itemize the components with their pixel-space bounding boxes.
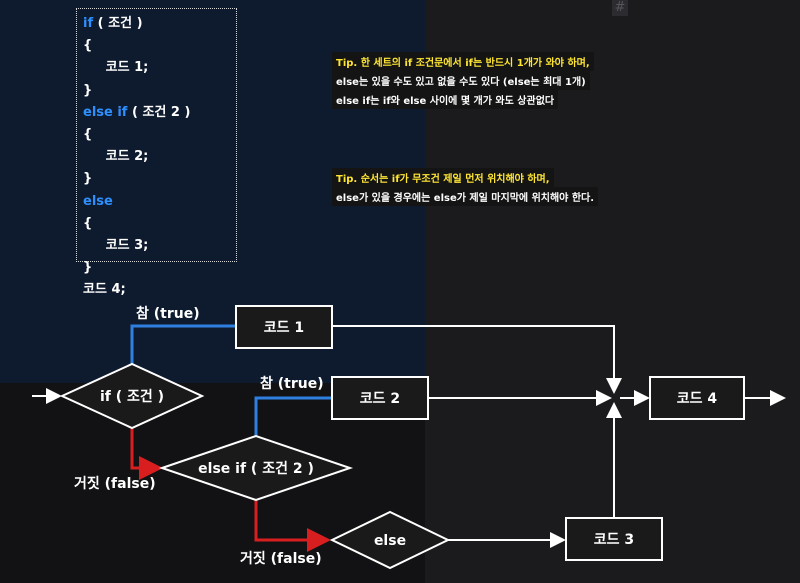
decision-else xyxy=(329,510,451,570)
code3-box xyxy=(565,517,663,561)
true-branch-2 xyxy=(254,396,332,436)
tip-1: Tip. 한 세트의 if 조건문에서 if는 반드시 1개가 와야 하며, e… xyxy=(332,52,594,109)
decision-if xyxy=(59,362,205,430)
tip-1-line-1: Tip. 한 세트의 if 조건문에서 if는 반드시 1개가 와야 하며, xyxy=(332,52,594,71)
decision-else-if-label: else if ( 조건 2 ) xyxy=(198,460,314,477)
code-line: 코드 2; xyxy=(83,146,230,168)
code-line: { xyxy=(83,35,230,57)
code-text: } xyxy=(83,260,93,276)
tip-2-line-1: Tip. 순서는 if가 무조건 제일 먼저 위치해야 하며, xyxy=(332,168,554,187)
code-text: } xyxy=(83,82,93,98)
code-line: 코드 1; xyxy=(83,57,230,79)
code-keyword: if xyxy=(83,16,94,31)
code-text: ( 조건 2 ) xyxy=(127,104,191,120)
decision-if-label: if ( 조건 ) xyxy=(100,388,164,405)
code-line: 코드 4; xyxy=(83,279,230,301)
code-line: 코드 3; xyxy=(83,235,230,257)
code-line: } xyxy=(83,257,230,279)
code-text: } xyxy=(83,171,93,187)
false-label-2: 거짓 (false) xyxy=(240,550,322,567)
decision-else-label: else xyxy=(374,533,406,549)
code1-box xyxy=(235,305,333,349)
code-line: } xyxy=(83,168,230,190)
tip-1-line-3: else if는 if와 else 사이에 몇 개가 와도 상관없다 xyxy=(332,90,559,109)
tip-2: Tip. 순서는 if가 무조건 제일 먼저 위치해야 하며, else가 있을… xyxy=(332,168,599,206)
code-keyword: else if xyxy=(83,104,128,120)
code-line: if ( 조건 ) xyxy=(83,13,230,35)
false-label-1: 거짓 (false) xyxy=(74,475,156,492)
code-line: } xyxy=(83,80,230,102)
code4-label: 코드 4 xyxy=(677,391,718,407)
true-branch-1 xyxy=(130,324,236,364)
false-branch-1 xyxy=(130,428,163,480)
code-line: { xyxy=(83,124,230,146)
false-branch-2 xyxy=(254,500,331,552)
code2-label: 코드 2 xyxy=(360,391,400,407)
code-text: { xyxy=(83,215,93,231)
code-text: 코드 1; xyxy=(83,60,149,76)
true-label-2: 참 (true) xyxy=(260,376,324,392)
code-keyword: else xyxy=(83,193,113,209)
tip-1-line-2: else는 있을 수도 있고 없을 수도 있다 (else는 최대 1개) xyxy=(332,71,590,90)
code1-label: 코드 1 xyxy=(264,320,304,336)
code-text: 코드 3; xyxy=(83,238,149,254)
if-else-code-block: if ( 조건 ){ 코드 1;}else if ( 조건 2 ){ 코드 2;… xyxy=(76,8,237,297)
code-line: { xyxy=(83,213,230,235)
code-line: else xyxy=(83,191,230,213)
hash-icon: # xyxy=(612,0,628,16)
true-label-1: 참 (true) xyxy=(136,306,200,322)
code-text: { xyxy=(83,38,93,54)
code2-box xyxy=(331,376,429,420)
decision-else-if xyxy=(158,434,354,502)
code1-to-merge xyxy=(332,325,622,394)
code-text: { xyxy=(83,127,93,143)
code-text: 코드 4; xyxy=(83,282,126,298)
tip-2-line-2: else가 있을 경우에는 else가 제일 마지막에 위치해야 한다. xyxy=(332,187,599,206)
code-text: 코드 2; xyxy=(83,149,149,165)
code3-label: 코드 3 xyxy=(594,532,634,548)
code-line: else if ( 조건 2 ) xyxy=(83,102,230,124)
code4-box xyxy=(649,376,745,420)
code-text: ( 조건 ) xyxy=(93,16,143,31)
